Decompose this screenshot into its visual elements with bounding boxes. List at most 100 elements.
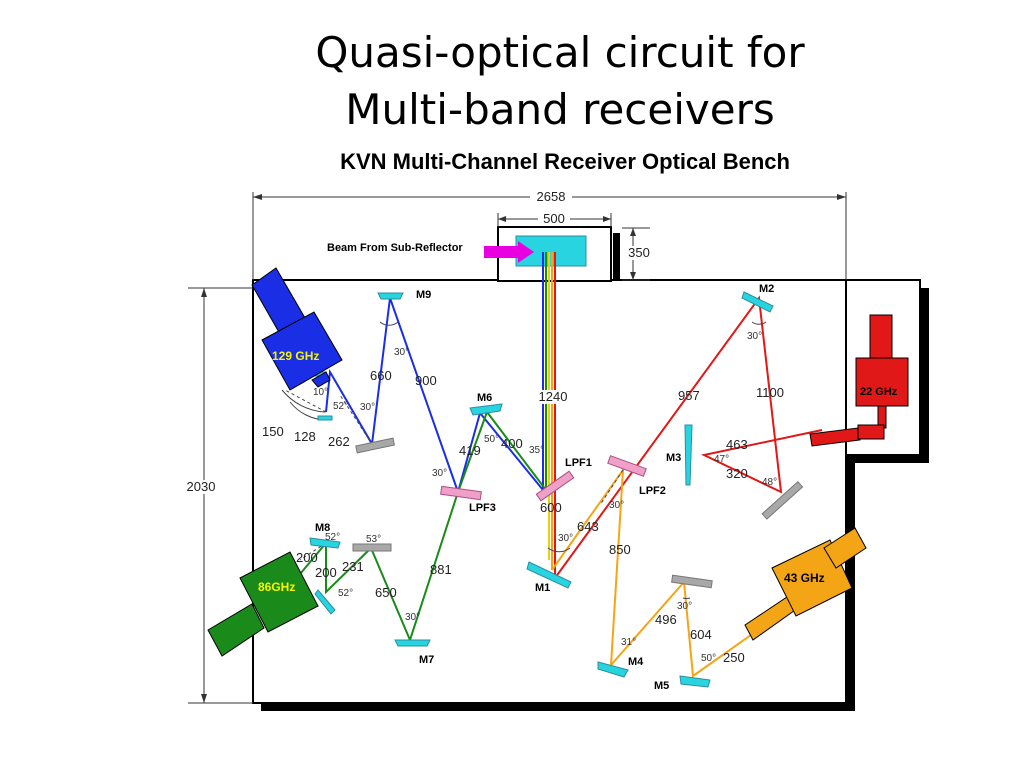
mirror-M7-icon	[394, 639, 431, 647]
beam-arrow-icon	[484, 241, 534, 263]
dist-262: 262	[328, 434, 350, 449]
angle-m6: 50°	[484, 434, 499, 445]
angle-35: 35°	[529, 445, 544, 456]
angle-m1: 30°	[558, 533, 573, 544]
dist-850: 850	[609, 542, 631, 557]
dist-660: 660	[370, 368, 392, 383]
mirror-M8a-icon	[309, 537, 341, 549]
label-M4: M4	[628, 656, 644, 668]
label-M2: M2	[759, 283, 774, 295]
dist-957: 957	[678, 388, 700, 403]
dist-231: 231	[342, 559, 364, 574]
dist-1240: 1240	[539, 389, 568, 404]
dist-1100: 1100	[756, 385, 784, 400]
angle-53: 53°	[366, 534, 381, 545]
dist-200a: 200	[296, 550, 318, 565]
receiver-86-label: 86GHz	[258, 580, 295, 594]
plate-22-icon	[761, 481, 804, 520]
distance-labels: 1240 600 643 850 957 1100 463 320 496 60…	[262, 368, 784, 665]
dist-643: 643	[577, 519, 599, 534]
angle-48: 48°	[762, 477, 777, 488]
mirror-129-small-icon	[317, 415, 333, 421]
angle-m5-30: 30°	[677, 601, 692, 612]
angle-129-52: 52°	[333, 401, 348, 412]
angle-129-30: 30°	[360, 402, 375, 413]
angle-m8-bottom: 52°	[338, 588, 353, 599]
dist-604: 604	[690, 627, 712, 642]
beam-22-path	[554, 295, 823, 579]
dim-inlet-height: 350	[628, 245, 650, 260]
filter-LPF2-icon	[607, 455, 647, 477]
angle-47: 47°	[714, 454, 729, 465]
receiver-86: 86GHz	[207, 551, 319, 657]
label-M3: M3	[666, 452, 681, 464]
angle-m9: 30°	[394, 347, 409, 358]
label-LPF2: LPF2	[639, 485, 666, 497]
label-M1: M1	[535, 582, 550, 594]
dist-128: 128	[294, 429, 316, 444]
angle-31: 31°	[621, 637, 636, 648]
angle-129-10: 10°	[313, 387, 328, 398]
label-LPF1: LPF1	[565, 457, 592, 469]
title-line-1: Quasi-optical circuit for	[315, 28, 805, 77]
dist-881: 881	[430, 562, 452, 577]
beam-86-path	[284, 409, 547, 643]
receiver-129: 129 GHz	[251, 267, 343, 391]
mirror-M5-icon	[679, 675, 711, 688]
label-M5: M5	[654, 680, 669, 692]
plate-86-icon	[352, 543, 392, 552]
dim-height: 2030	[187, 479, 216, 494]
beam-label: Beam From Sub-Reflector	[327, 242, 463, 254]
dist-900: 900	[415, 373, 437, 388]
label-M8: M8	[315, 522, 330, 534]
dist-320: 320	[726, 466, 748, 481]
angle-lpf3: 30°	[432, 468, 447, 479]
angle-m2: 30°	[747, 331, 762, 342]
dist-600: 600	[540, 500, 562, 515]
dist-250: 250	[723, 650, 745, 665]
dim-inlet: 500	[543, 211, 565, 226]
angle-m8-top: 52°	[325, 532, 340, 543]
angle-labels: 30° 30° 52° 10° 50° 35° 30° 30° 30° 30° …	[313, 331, 777, 664]
angle-m5-50: 50°	[701, 653, 716, 664]
receiver-43-label: 43 GHz	[784, 571, 825, 585]
dist-150: 150	[262, 424, 284, 439]
sub-reflector-inlet: Beam From Sub-Reflector	[327, 235, 587, 267]
mirror-M6-icon	[469, 403, 503, 416]
dist-463: 463	[726, 437, 748, 452]
bench-heading: KVN Multi-Channel Receiver Optical Bench	[340, 149, 790, 174]
dist-496: 496	[655, 612, 677, 627]
mirror-M8b-icon	[314, 589, 336, 615]
plate-129-icon	[355, 437, 396, 454]
angle-m7: 30°	[405, 612, 420, 623]
label-M6: M6	[477, 392, 492, 404]
dist-200b: 200	[315, 565, 337, 580]
mirror-M1-icon	[526, 561, 572, 589]
mirrors	[309, 291, 774, 688]
dist-419: 419	[459, 443, 481, 458]
label-M7: M7	[419, 654, 434, 666]
slide-title: Quasi-optical circuit for Multi-band rec…	[0, 24, 1024, 138]
flat-plates	[352, 437, 804, 589]
dist-400: 400	[501, 436, 523, 451]
component-labels: M9 M6 M1 M2 M3 M7 M4 M5 M8 LPF1 LPF2 LPF…	[315, 283, 774, 692]
receiver-22: 22 GHz	[809, 314, 909, 447]
title-line-2: Multi-band receivers	[345, 85, 775, 134]
mirror-M4-icon	[597, 661, 629, 678]
filter-LPF1-icon	[535, 470, 575, 502]
bench-frame	[252, 226, 929, 711]
mirror-M3-icon	[684, 424, 693, 486]
receiver-129-label: 129 GHz	[272, 349, 319, 363]
label-M9: M9	[416, 289, 431, 301]
receiver-43: 43 GHz	[744, 527, 867, 641]
label-LPF3: LPF3	[469, 502, 496, 514]
mirror-M2-icon	[741, 291, 774, 313]
angle-lpf2: 30°	[609, 500, 624, 511]
beam-43-path	[551, 466, 759, 678]
dist-650: 650	[375, 585, 397, 600]
angle-guides	[284, 389, 624, 561]
dim-width: 2658	[537, 189, 566, 204]
dimension-arrows	[201, 194, 846, 703]
filter-LPF3-icon	[440, 485, 482, 501]
filters	[440, 455, 647, 502]
